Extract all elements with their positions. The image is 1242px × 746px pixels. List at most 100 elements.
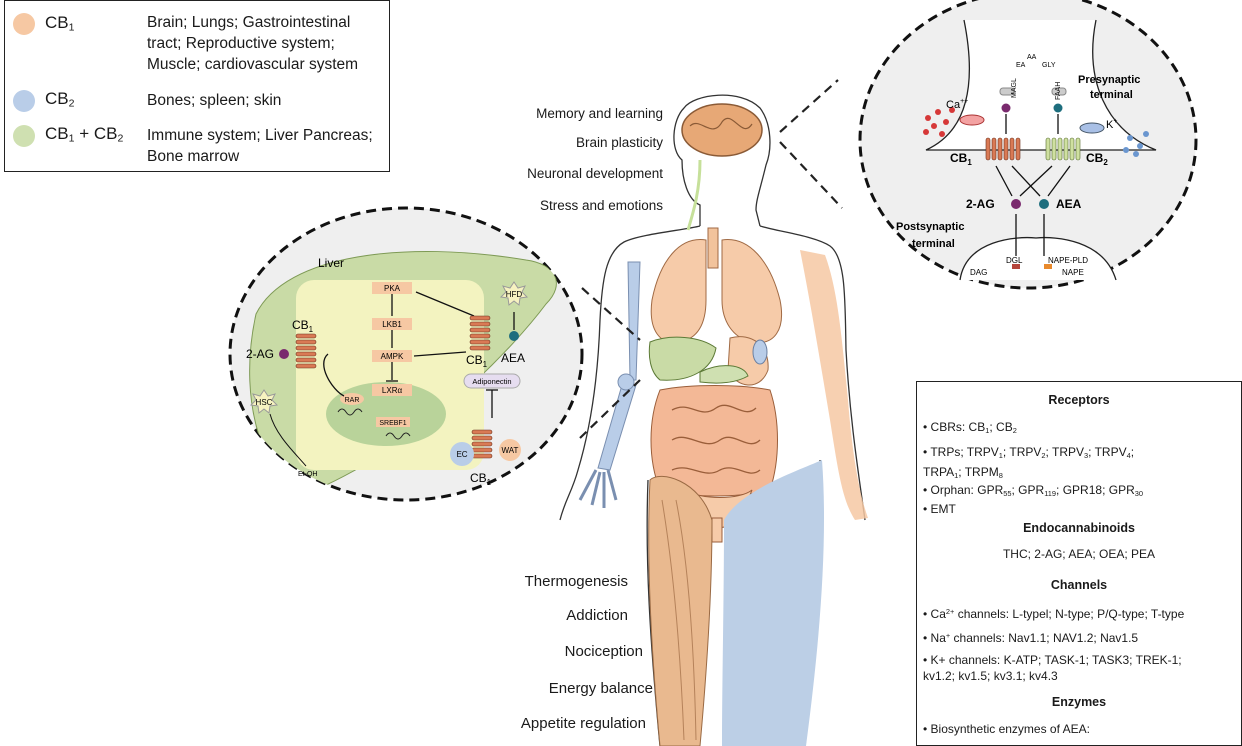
channels-heading: Channels — [1050, 578, 1108, 592]
lkb1-box — [372, 318, 412, 330]
potassium-label: K+ — [1106, 118, 1117, 131]
spinal-nerves — [686, 159, 702, 231]
legend-desc-cb1: Brain; Lungs; Gastrointestinal tract; Re… — [147, 14, 359, 73]
ea-label: EA — [1016, 62, 1026, 69]
ampk-box — [372, 350, 412, 362]
legend-name-cb1-cb2: CB1 + CB2 — [45, 124, 124, 145]
calcium-label: Ca++ — [946, 98, 968, 111]
hsc-burst — [249, 389, 279, 414]
two-ag-ligand-synapse — [1011, 199, 1021, 209]
synapse-inset: Presynaptic terminal Postsynaptic termin… — [858, 0, 1198, 290]
right-lung — [721, 239, 782, 344]
orphan-item: • Orphan: GPR55; GPR119; GPR18; GPR30 — [923, 483, 1144, 498]
fn-addiction: Addiction — [566, 607, 628, 624]
enzymes-heading: Enzymes — [1051, 695, 1107, 709]
fn-nociception: Nociception — [564, 643, 643, 660]
cb2-receptor — [1045, 137, 1081, 161]
nape-label: NAPE — [1062, 268, 1084, 277]
left-hand-bones — [578, 469, 618, 508]
ampk-label: AMPK — [381, 352, 404, 361]
fn-appetite-regulation: Appetite regulation — [520, 715, 646, 732]
presynaptic-terminal — [925, 19, 1157, 151]
etoh-arrow — [269, 413, 307, 467]
two-ag-label: 2-AG — [246, 347, 274, 361]
lxra-box — [372, 384, 412, 396]
potassium-channel — [1079, 122, 1105, 134]
aea-label: AEA — [501, 351, 525, 365]
cb2-color-swatch — [13, 90, 35, 112]
rar-label: RAR — [345, 397, 360, 404]
fn-stress-emotions: Stress and emotions — [539, 198, 663, 213]
inset-connectors — [579, 79, 843, 439]
fn-neuronal-development: Neuronal development — [527, 166, 663, 181]
aea-ligand-synapse — [1039, 199, 1049, 209]
presynaptic-label: Presynaptic — [1078, 74, 1140, 86]
legend-desc-cb2: Bones; spleen; skin — [147, 92, 282, 109]
cb1-label-right: CB1 — [466, 353, 488, 369]
aea-presynaptic — [1053, 103, 1063, 113]
nape-pld-label: NAPE-PLD — [1048, 256, 1088, 265]
legend-desc-cb1-cb2: Immune system; Liver Pancreas; Bone marr… — [147, 127, 373, 165]
legend-name-cb2: CB2 — [45, 89, 75, 110]
lkb1-label: LKB1 — [382, 320, 402, 329]
cb1-label-left: CB1 — [292, 318, 314, 334]
two-ag-ligand — [279, 349, 289, 359]
ca-channels-item: • Ca2+ channels: L-typel; N-type; P/Q-ty… — [923, 607, 1185, 622]
postsynaptic-terminal — [959, 236, 1117, 281]
dgl-label: DGL — [1006, 256, 1023, 265]
k-channels-item: • K+ channels: K-ATP; TASK-1; TASK3; TRE… — [923, 653, 1182, 683]
cb1-color-swatch — [13, 13, 35, 35]
cb1-receptor — [985, 137, 1021, 161]
legend-box: CB1 Brain; Lungs; Gastrointestinal tract… — [4, 0, 390, 172]
liver-title: Liver — [318, 256, 344, 270]
na-channels-item: • Na+ channels: Nav1.1; NAV1.2; Nav1.5 — [923, 631, 1139, 646]
calcium-channel — [959, 114, 985, 126]
emt-item: • EMT — [923, 502, 956, 516]
urethra — [711, 517, 723, 543]
legend-name-cb1: CB1 — [45, 13, 75, 34]
aa-label: AA — [1027, 54, 1037, 61]
rar-shape — [340, 393, 364, 405]
cb1-receptor-bottom — [471, 429, 493, 459]
faah-enzyme — [1051, 87, 1067, 96]
adiponectin-label: Adiponectin — [472, 377, 511, 386]
left-arm-bone — [597, 261, 641, 471]
fn-energy-balance: Energy balance — [548, 680, 653, 697]
presynaptic-terminal-label: terminal — [1090, 89, 1133, 101]
aea-label-synapse: AEA — [1056, 197, 1082, 211]
hfd-label: HFD — [506, 290, 523, 299]
dna-strands — [337, 408, 411, 440]
fn-thermogenesis: Thermogenesis — [524, 573, 628, 590]
magl-label: MAGL — [1011, 78, 1018, 98]
info-panel: Receptors • CBRs: CB1; CB2 • TRPs; TRPV1… — [916, 381, 1242, 746]
two-ag-label-synapse: 2-AG — [966, 197, 995, 211]
ec-cell — [450, 442, 474, 466]
etoh-label: Et-OH — [298, 471, 317, 478]
liver-inset: Liver PKA LKB1 AMPK LXRα SREBF1 RAR Adip… — [228, 206, 584, 502]
dgl-enzyme — [1012, 264, 1020, 269]
right-leg-bone-skin — [722, 460, 825, 746]
magl-enzyme — [999, 87, 1015, 96]
pka-label: PKA — [384, 284, 401, 293]
dag-label: DAG — [970, 268, 987, 277]
fn-memory-learning: Memory and learning — [536, 106, 663, 121]
srebf1-box — [376, 417, 410, 427]
hsc-label: HSC — [256, 398, 273, 407]
cb1-receptor-right — [469, 315, 491, 351]
gly-label: GLY — [1042, 62, 1056, 69]
calcium-ions — [923, 107, 955, 137]
biosynthetic-enzymes-item: • Biosynthetic enzymes of AEA: — [923, 722, 1090, 736]
cb1-label-synapse: CB1 — [950, 151, 972, 167]
fn-brain-plasticity: Brain plasticity — [575, 135, 663, 150]
adiponectin-badge — [463, 373, 521, 389]
postsynaptic-terminal-label: terminal — [912, 238, 955, 250]
spleen-organ — [752, 339, 768, 365]
cb2-label-synapse: CB2 — [1086, 151, 1108, 167]
trachea — [707, 227, 719, 269]
trps-item: • TRPs; TRPV1; TRPV2; TRPV3; TRPV4; TRPA… — [923, 445, 1135, 480]
cb1-cb2-color-swatch — [13, 125, 35, 147]
receptors-heading: Receptors — [1048, 393, 1110, 407]
aea-ligand — [509, 331, 519, 341]
hfd-burst — [499, 281, 529, 306]
